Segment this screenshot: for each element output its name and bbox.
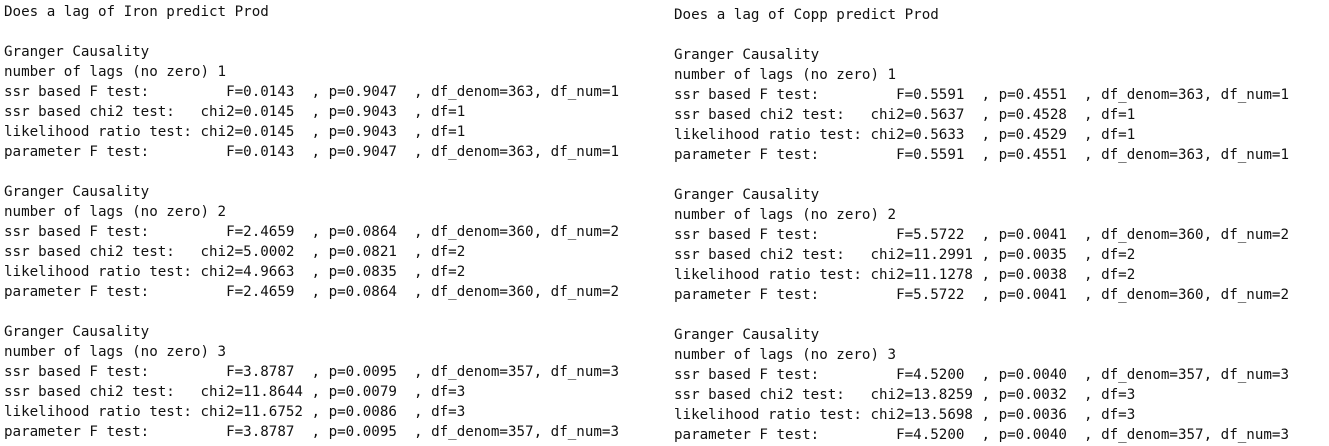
ssr-chi2-test-line: ssr based chi2 test: chi2=11.2991 , p=0.…: [674, 247, 1136, 263]
block-header: Granger Causality: [674, 327, 820, 343]
ssr-chi2-test-line: ssr based chi2 test: chi2=0.5637 , p=0.4…: [674, 107, 1136, 123]
blank-line: [674, 305, 1289, 325]
blank-line: [674, 165, 1289, 185]
block-header: Granger Causality: [4, 324, 150, 340]
likelihood-ratio-test-line: likelihood ratio test: chi2=0.0145 , p=0…: [4, 124, 466, 140]
granger-output-iron: Does a lag of Iron predict Prod Granger …: [4, 2, 619, 442]
parameter-f-test-line: parameter F test: F=0.5591 , p=0.4551 , …: [674, 147, 1289, 163]
likelihood-ratio-test-line: likelihood ratio test: chi2=4.9663 , p=0…: [4, 264, 466, 280]
granger-block-lag-3: Granger Causality number of lags (no zer…: [674, 325, 1289, 445]
granger-block-lag-1: Granger Causality number of lags (no zer…: [674, 45, 1289, 165]
ssr-f-test-line: ssr based F test: F=5.5722 , p=0.0041 , …: [674, 227, 1289, 243]
ssr-f-test-line: ssr based F test: F=2.4659 , p=0.0864 , …: [4, 224, 619, 240]
ssr-f-test-line: ssr based F test: F=0.0143 , p=0.9047 , …: [4, 84, 619, 100]
likelihood-ratio-test-line: likelihood ratio test: chi2=0.5633 , p=0…: [674, 127, 1136, 143]
block-header: Granger Causality: [4, 184, 150, 200]
parameter-f-test-line: parameter F test: F=3.8787 , p=0.0095 , …: [4, 424, 619, 440]
granger-block-lag-2: Granger Causality number of lags (no zer…: [674, 185, 1289, 305]
parameter-f-test-line: parameter F test: F=4.5200 , p=0.0040 , …: [674, 427, 1289, 443]
ssr-f-test-line: ssr based F test: F=4.5200 , p=0.0040 , …: [674, 367, 1289, 383]
parameter-f-test-line: parameter F test: F=5.5722 , p=0.0041 , …: [674, 287, 1289, 303]
panel-title: Does a lag of Iron predict Prod: [4, 4, 269, 20]
lag-count: number of lags (no zero) 3: [674, 347, 897, 363]
granger-output-copp: Does a lag of Copp predict Prod Granger …: [674, 5, 1289, 445]
lag-count: number of lags (no zero) 2: [4, 204, 227, 220]
likelihood-ratio-test-line: likelihood ratio test: chi2=11.6752 , p=…: [4, 404, 466, 420]
likelihood-ratio-test-line: likelihood ratio test: chi2=11.1278 , p=…: [674, 267, 1136, 283]
ssr-chi2-test-line: ssr based chi2 test: chi2=0.0145 , p=0.9…: [4, 104, 466, 120]
granger-block-lag-2: Granger Causality number of lags (no zer…: [4, 182, 619, 302]
ssr-f-test-line: ssr based F test: F=3.8787 , p=0.0095 , …: [4, 364, 619, 380]
ssr-chi2-test-line: ssr based chi2 test: chi2=11.8644 , p=0.…: [4, 384, 466, 400]
block-header: Granger Causality: [4, 44, 150, 60]
blank-line: [674, 25, 1289, 45]
ssr-f-test-line: ssr based F test: F=0.5591 , p=0.4551 , …: [674, 87, 1289, 103]
lag-count: number of lags (no zero) 3: [4, 344, 227, 360]
lag-count: number of lags (no zero) 1: [4, 64, 227, 80]
ssr-chi2-test-line: ssr based chi2 test: chi2=13.8259 , p=0.…: [674, 387, 1136, 403]
parameter-f-test-line: parameter F test: F=0.0143 , p=0.9047 , …: [4, 144, 619, 160]
blank-line: [4, 162, 619, 182]
blank-line: [4, 22, 619, 42]
likelihood-ratio-test-line: likelihood ratio test: chi2=13.5698 , p=…: [674, 407, 1136, 423]
ssr-chi2-test-line: ssr based chi2 test: chi2=5.0002 , p=0.0…: [4, 244, 466, 260]
panel-title: Does a lag of Copp predict Prod: [674, 7, 939, 23]
blank-line: [4, 302, 619, 322]
granger-block-lag-3: Granger Causality number of lags (no zer…: [4, 322, 619, 442]
lag-count: number of lags (no zero) 2: [674, 207, 897, 223]
parameter-f-test-line: parameter F test: F=2.4659 , p=0.0864 , …: [4, 284, 619, 300]
lag-count: number of lags (no zero) 1: [674, 67, 897, 83]
block-header: Granger Causality: [674, 187, 820, 203]
granger-block-lag-1: Granger Causality number of lags (no zer…: [4, 42, 619, 162]
block-header: Granger Causality: [674, 47, 820, 63]
